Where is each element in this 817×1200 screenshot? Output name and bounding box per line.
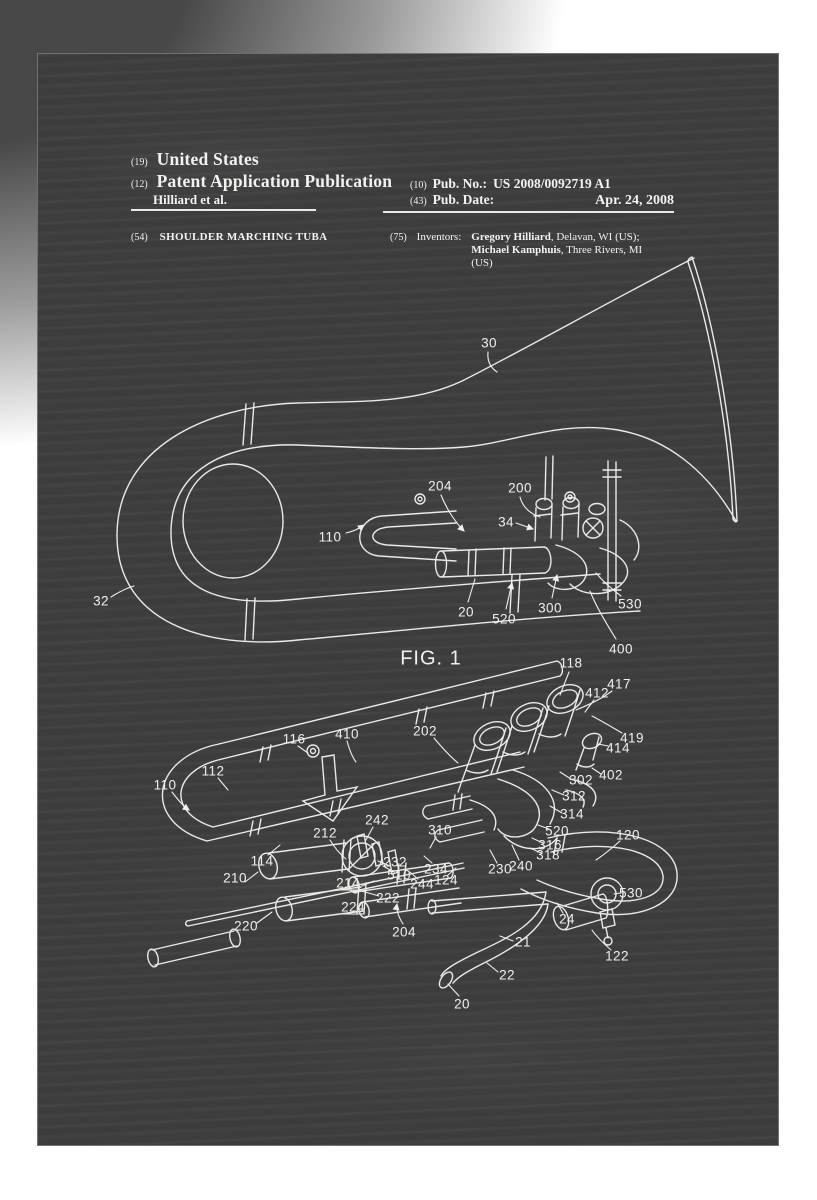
ref-label-figure2-402: 402 — [599, 767, 623, 783]
ref-label-figure2-316: 316 — [538, 837, 562, 853]
inventors-label: Inventors: — [416, 231, 462, 243]
ref-label-figure2-419: 419 — [620, 730, 644, 746]
ref-label-figure2-230: 230 — [488, 861, 512, 877]
figure1-caption: FIG. 1 — [400, 647, 462, 670]
country-name: United States — [156, 149, 259, 169]
ref-label-figure1-110: 110 — [318, 529, 342, 545]
authors: Hilliard et al. — [153, 192, 228, 207]
invention-title: SHOULDER MARCHING TUBA — [159, 231, 328, 243]
inventors-section: (75) Inventors: Gregory Hilliard, Delava… — [390, 231, 649, 269]
inventor-line: Gregory Hilliard, Delavan, WI (US); — [471, 231, 640, 243]
ref-label-figure1-200: 200 — [508, 480, 532, 496]
ref-label-figure2-220: 220 — [234, 918, 258, 934]
inventors-text: Gregory Hilliard, Delavan, WI (US); Mich… — [471, 231, 649, 269]
ref-label-figure2-21: 21 — [515, 934, 531, 950]
ref-label-figure2-204: 204 — [392, 924, 416, 940]
ref-label-figure2-124: 124 — [434, 872, 458, 888]
ref-label-figure2-318: 318 — [536, 847, 560, 863]
ref-label-figure2-410: 410 — [335, 726, 359, 742]
ref-label-figure2-118: 118 — [559, 655, 583, 671]
ref-label-figure2-417: 417 — [607, 676, 631, 692]
ref-label-figure2-120: 120 — [616, 827, 640, 843]
ref-label-figure2-302: 302 — [569, 772, 593, 788]
ref-label-figure2-240: 240 — [509, 858, 533, 874]
ref-label-figure2-116: 116 — [282, 731, 306, 747]
ref-label-figure1-30: 30 — [481, 335, 497, 351]
ref-label-figure2-510: 510 — [387, 867, 411, 883]
pub-no-value: US 2008/0092719 A1 — [493, 176, 611, 191]
ref-label-figure2-24: 24 — [559, 911, 575, 927]
publication-type: Patent Application Publication — [156, 171, 393, 191]
field-code-54: (54) — [131, 232, 148, 243]
ref-label-figure2-232: 232 — [383, 854, 407, 870]
header-rule-left — [131, 209, 316, 211]
ref-label-figure2-530: 530 — [619, 885, 643, 901]
ref-label-figure2-112: 112 — [201, 763, 225, 779]
inventor-line: Michael Kamphuis, Three Rivers, MI — [471, 243, 643, 256]
ref-label-figure1-204: 204 — [428, 478, 452, 494]
ref-label-figure2-202: 202 — [413, 723, 437, 739]
ref-label-figure2-214: 214 — [336, 875, 360, 891]
pub-date-line: (43) Pub. Date: Apr. 24, 2008 — [410, 192, 674, 209]
ref-label-figure2-520: 520 — [545, 823, 569, 839]
ref-label-figure2-110: 110 — [153, 777, 177, 793]
ref-label-figure1-32: 32 — [93, 593, 109, 609]
kind-code-10: (10) — [410, 180, 427, 191]
ref-label-figure2-314: 314 — [560, 806, 584, 822]
ref-label-figure1-520: 520 — [492, 611, 516, 627]
ref-label-figure1-530: 530 — [618, 596, 642, 612]
pub-date-value: Apr. 24, 2008 — [595, 193, 674, 208]
ref-label-figure1-400: 400 — [609, 641, 633, 657]
ref-label-figure2-244: 244 — [410, 876, 434, 892]
invention-title-line: (54) SHOULDER MARCHING TUBA — [131, 231, 327, 243]
figure1-drawing — [116, 256, 738, 643]
ref-label-figure2-22: 22 — [499, 967, 515, 983]
ref-label-figure2-122: 122 — [605, 948, 629, 964]
ref-label-figure1-300: 300 — [538, 600, 562, 616]
kind-code-19: (19) — [131, 157, 148, 168]
kind-code-12: (12) — [131, 179, 148, 190]
chalkboard-poster — [37, 53, 779, 1146]
field-code-75: (75) — [390, 232, 407, 243]
figure1-leader-lines — [110, 351, 622, 640]
pub-no-label: Pub. No.: — [432, 176, 488, 191]
figure2-drawing — [147, 660, 678, 989]
figure2-leader-lines — [171, 671, 623, 997]
ref-label-figure2-114: 114 — [250, 853, 274, 869]
pub-no-line: (10) Pub. No.: US 2008/0092719 A1 — [410, 176, 611, 192]
ref-label-figure2-224: 224 — [341, 899, 365, 915]
ref-label-figure2-234: 234 — [424, 861, 448, 877]
ref-label-figure2-414: 414 — [606, 740, 630, 756]
ref-label-figure2-242: 242 — [365, 812, 389, 828]
header-line-united-states: (19) United States — [131, 149, 259, 170]
ref-label-figure2-20: 20 — [454, 996, 470, 1012]
pub-date-label: Pub. Date: — [432, 192, 495, 207]
ref-label-figure1-34: 34 — [498, 514, 514, 530]
ref-label-figure2-310: 310 — [428, 822, 452, 838]
header-rule-right — [383, 211, 674, 213]
ref-label-figure2-212: 212 — [313, 825, 337, 841]
inventor-line: (US) — [471, 256, 493, 269]
ref-label-figure2-312: 312 — [562, 788, 586, 804]
ref-label-figure2-210: 210 — [223, 870, 247, 886]
ref-label-figure1-20: 20 — [458, 604, 474, 620]
header-line-publication: (12) Patent Application Publication — [131, 171, 392, 192]
ref-label-figure2-222: 222 — [376, 890, 400, 906]
kind-code-43: (43) — [410, 196, 427, 207]
ref-label-figure2-412: 412 — [585, 685, 609, 701]
